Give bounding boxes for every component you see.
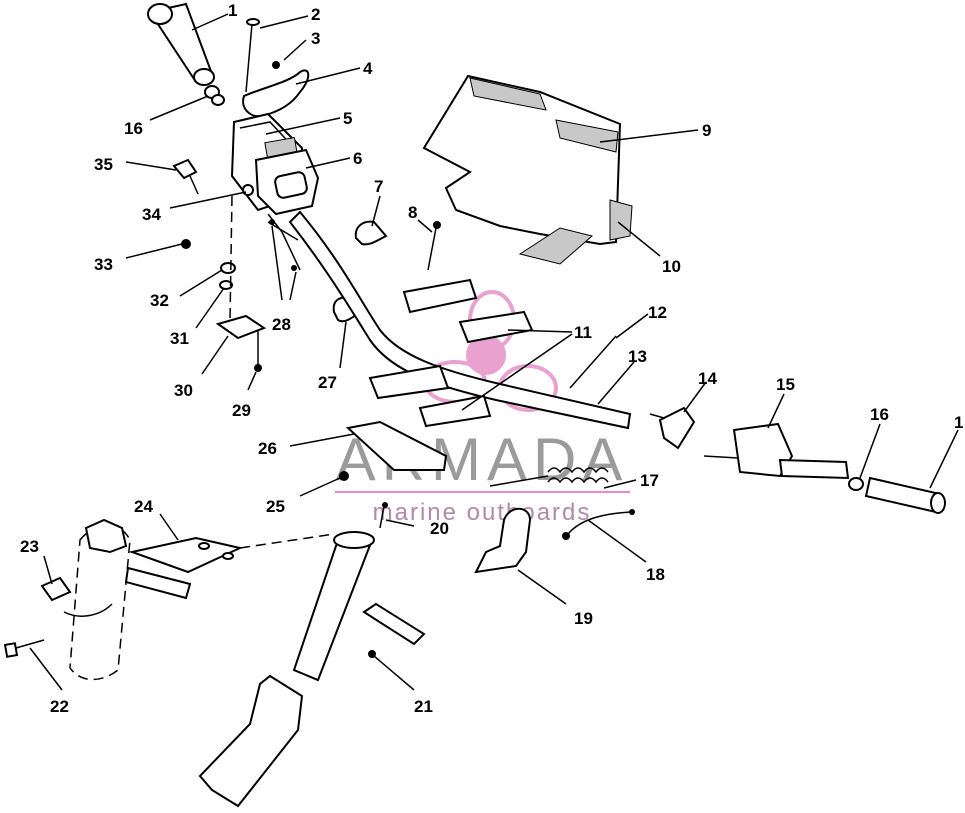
coil-cord <box>489 467 609 487</box>
grip-left <box>147 2 215 86</box>
handlebar-tube <box>288 210 632 430</box>
lanyard-18 <box>562 509 635 540</box>
callout-31: 31 <box>170 329 189 348</box>
callout-33: 33 <box>94 255 113 274</box>
washer-34 <box>242 184 254 196</box>
pin <box>245 18 260 93</box>
rod-12 <box>569 335 617 389</box>
callout-14: 14 <box>698 369 717 388</box>
callout-27: 27 <box>318 373 337 392</box>
spacer-21 <box>362 602 426 658</box>
callout-28: 28 <box>272 315 291 334</box>
callout-10: 10 <box>662 257 681 276</box>
callout-18: 18 <box>646 565 665 584</box>
callout-23: 23 <box>20 537 39 556</box>
washer-31 <box>219 280 233 290</box>
switch-bracket-19 <box>474 507 532 574</box>
callout-3: 3 <box>311 29 320 48</box>
callout-7: 7 <box>374 177 383 196</box>
grip-right <box>864 476 946 514</box>
screw-20 <box>379 502 388 529</box>
callout-17: 17 <box>640 471 659 490</box>
nut-33 <box>181 239 191 249</box>
bar-clamp-upper <box>402 278 534 344</box>
callout-12: 12 <box>648 303 667 322</box>
callout-labels: 1 2 3 4 5 6 7 8 9 10 11 12 13 14 15 16 1… <box>20 1 963 716</box>
cowl-pad <box>518 227 594 265</box>
parts-drawing <box>3 2 946 808</box>
washer-32 <box>220 262 236 274</box>
clip-7 <box>354 220 388 246</box>
bracket-plate-26 <box>345 420 448 471</box>
callout-24: 24 <box>134 497 153 516</box>
fuel-tank-outline <box>69 518 131 681</box>
housing-cover <box>254 148 320 216</box>
callout-35: 35 <box>94 155 113 174</box>
watermark-tagline: marine outboards <box>373 499 592 526</box>
callout-5: 5 <box>343 109 352 128</box>
tiller-arm <box>198 531 375 808</box>
guide-line-bracket <box>239 533 335 549</box>
control-assembly-15 <box>703 422 850 480</box>
callout-16-right: 16 <box>870 405 889 424</box>
callout-32: 32 <box>150 291 169 310</box>
bar-clamp-lower <box>368 364 492 428</box>
callout-16-left: 16 <box>124 119 143 138</box>
callout-2: 2 <box>311 5 320 24</box>
callout-19: 19 <box>574 609 593 628</box>
tiller-clamp-23 <box>40 576 113 617</box>
callout-26: 26 <box>258 439 277 458</box>
callout-9: 9 <box>702 121 711 140</box>
switch-wire <box>649 413 665 419</box>
adjuster-knob <box>172 158 199 195</box>
callout-11: 11 <box>574 323 592 342</box>
nut-25 <box>339 471 349 481</box>
callout-25: 25 <box>266 497 285 516</box>
callout-34: 34 <box>142 205 161 224</box>
callout-29: 29 <box>232 401 251 420</box>
watermark: ARMADA marine outboards <box>335 290 630 526</box>
bracket-24 <box>124 536 244 600</box>
guide-line-washers <box>229 195 233 321</box>
callout-21: 21 <box>414 697 433 716</box>
screw-29 <box>254 330 262 372</box>
callout-8: 8 <box>408 203 417 222</box>
switch-14 <box>658 406 696 450</box>
end-cap-left <box>204 85 225 106</box>
small-nut <box>272 61 280 69</box>
callout-4: 4 <box>363 59 373 78</box>
callout-15: 15 <box>776 375 795 394</box>
end-cap-right <box>848 477 864 491</box>
callout-1-right: 1 <box>954 413 963 432</box>
callout-13: 13 <box>628 347 647 366</box>
cotter-pins <box>267 213 301 271</box>
callout-6: 6 <box>353 149 362 168</box>
mount-plate <box>215 314 267 340</box>
console-cowl <box>422 74 622 246</box>
cowl-pad-side <box>609 199 633 241</box>
throttle-lever <box>242 69 310 118</box>
bolt-22 <box>3 639 45 658</box>
callout-30: 30 <box>174 381 193 400</box>
callout-22: 22 <box>50 697 69 716</box>
callout-1-left: 1 <box>228 1 237 20</box>
screw-8 <box>427 221 441 271</box>
callout-20: 20 <box>430 519 449 538</box>
leader-lines <box>29 13 959 691</box>
